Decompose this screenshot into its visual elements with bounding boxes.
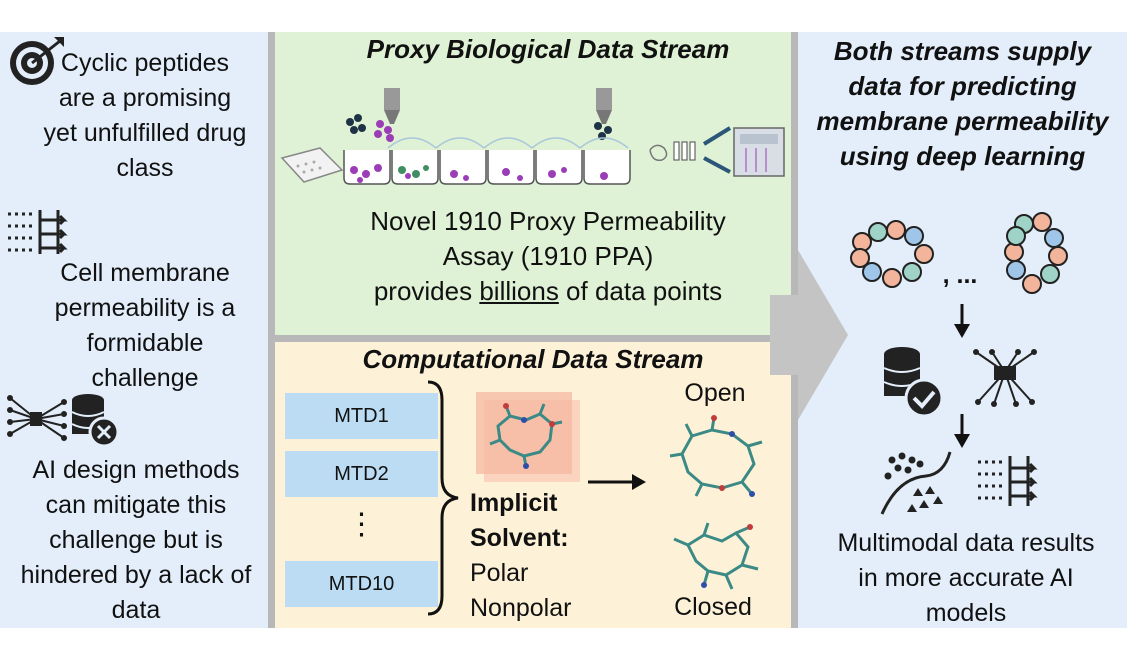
left-text-ai-methods: AI design methods can mitigate this chal… [20, 456, 252, 624]
divider [268, 32, 275, 628]
curly-brace-icon [427, 380, 459, 616]
pipette-icon [596, 88, 612, 124]
nonpolar-label: Nonpolar [470, 594, 572, 622]
open-label: Open [684, 379, 746, 407]
mtd2-box: MTD2 [285, 451, 438, 497]
arrow-down-icon [954, 414, 970, 448]
right-footer: Multimodal data results in more accurate… [837, 529, 1095, 627]
right-heading: Both streams supply data for predicting … [816, 36, 1109, 171]
polar-label: Polar [470, 559, 529, 587]
plate-icon [280, 147, 344, 183]
neural-network-icon [7, 395, 67, 441]
database-check-icon [883, 347, 944, 418]
cyclic-peptide-icon [850, 220, 934, 288]
left-panel [0, 32, 268, 628]
solvent-molecule-icon [476, 392, 580, 482]
arrow-down-icon [954, 304, 970, 338]
proxy-stream-title: Proxy Biological Data Stream [366, 34, 730, 64]
arrow-right-icon [588, 474, 646, 490]
left-text-peptides: Cyclic peptides are a promising yet unfu… [43, 49, 247, 182]
mtd1-box: MTD1 [285, 393, 438, 439]
pipette-icon [384, 88, 400, 124]
mass-spec-icon [649, 126, 785, 177]
cyclic-peptide-icon [1004, 212, 1068, 294]
proxy-line-3: provides billions of data points [275, 274, 821, 309]
solvent-label: Solvent: [470, 524, 569, 552]
proxy-billions: billions [479, 276, 559, 306]
proxy-line-1: Novel 1910 Proxy Permeability [370, 206, 726, 236]
peptide-ellipsis: , ... [942, 261, 978, 289]
proxy-line-3-pre: provides [373, 276, 480, 306]
mtd-ellipsis: ⋮ [346, 508, 377, 541]
implicit-label: Implicit [470, 489, 558, 517]
database-error-icon [71, 394, 120, 448]
permeability-icon [8, 210, 68, 254]
flow-arrow-icon [770, 250, 848, 420]
classification-icon [880, 451, 952, 515]
open-conformation-icon [669, 415, 763, 497]
closed-label: Closed [674, 593, 752, 621]
target-icon [10, 37, 64, 85]
assay-illustration [280, 88, 785, 185]
left-text-permeability: Cell membrane permeability is a formidab… [54, 259, 236, 392]
neural-network-icon [973, 349, 1037, 407]
proxy-line-3-post: of data points [558, 276, 723, 306]
permeability-icon [978, 456, 1038, 506]
proxy-line-2: Assay (1910 PPA) [442, 241, 654, 271]
closed-conformation-icon [673, 522, 759, 590]
mtd10-box: MTD10 [285, 561, 438, 607]
divider [275, 335, 791, 342]
computational-stream-title: Computational Data Stream [362, 344, 704, 374]
